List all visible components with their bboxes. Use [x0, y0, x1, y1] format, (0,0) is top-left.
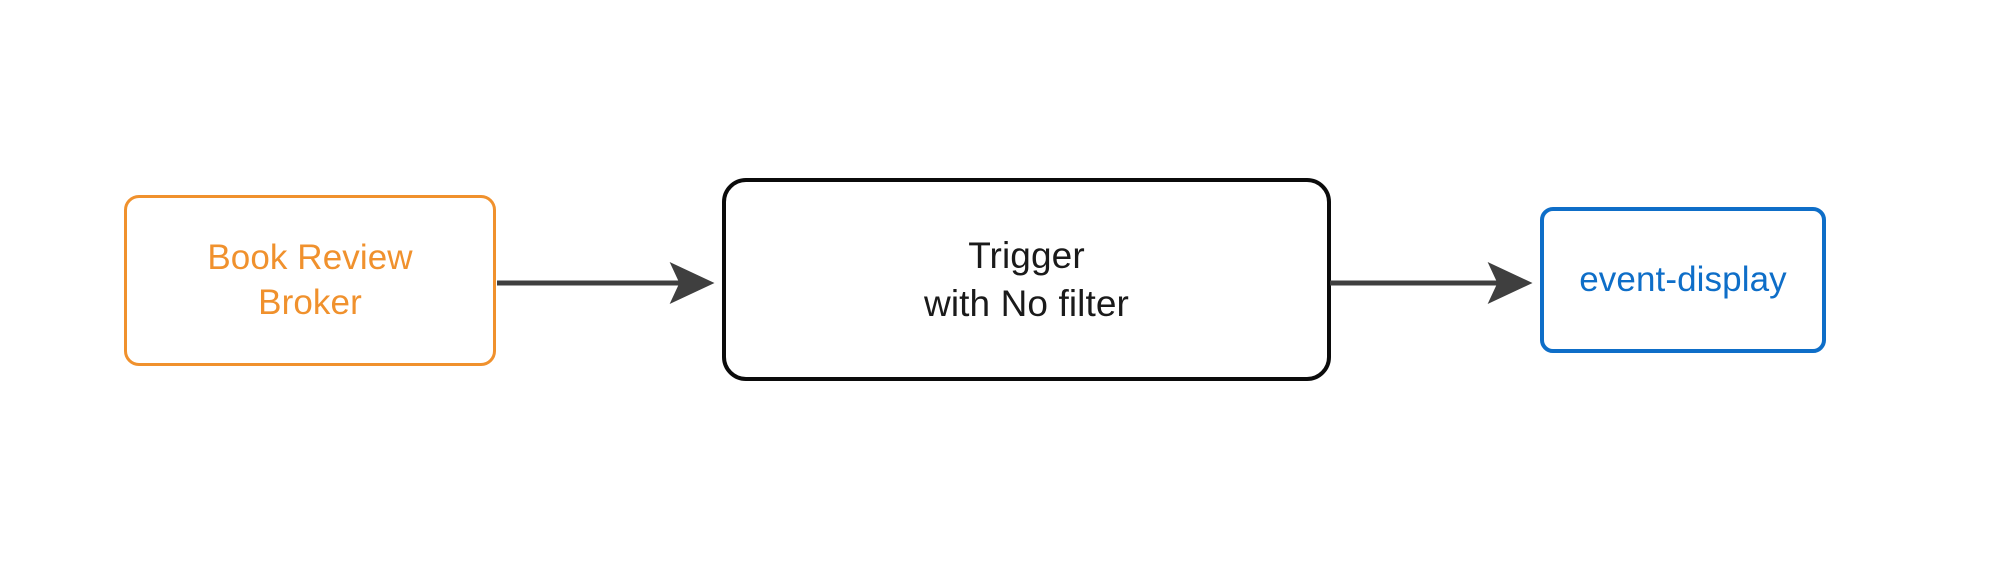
node-label-event-display: event-display: [1579, 259, 1787, 299]
node-label-trigger: Trigger with No filter: [924, 235, 1129, 324]
node-trigger-with-no-filter[interactable]: Trigger with No filter: [722, 178, 1331, 381]
node-book-review-broker[interactable]: Book Review Broker: [124, 195, 496, 366]
edge-broker-to-trigger: [495, 262, 727, 304]
node-event-display[interactable]: event-display: [1540, 207, 1826, 353]
node-label-book-review-broker: Book Review Broker: [207, 237, 413, 322]
edge-trigger-to-event-display: [1328, 262, 1545, 304]
